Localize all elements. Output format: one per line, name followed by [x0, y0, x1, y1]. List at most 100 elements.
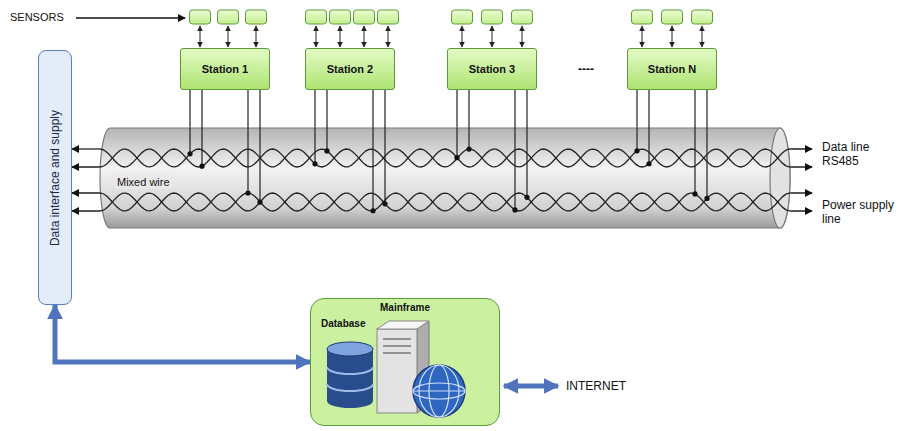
twisted-wire	[72, 193, 812, 211]
label-holder: Power supply line	[822, 198, 908, 227]
junction-dot	[312, 161, 317, 166]
station-tap	[189, 90, 190, 128]
sensor-link-arrow	[316, 26, 317, 47]
sensor-link-arrow	[462, 26, 463, 47]
globe-icon	[413, 365, 465, 417]
power-line-label: Power supply line	[822, 198, 908, 227]
cable-label: Mixed wire	[114, 175, 173, 189]
cable-end	[770, 128, 790, 228]
tap-wire	[326, 90, 327, 151]
station-box: Station N	[627, 48, 717, 90]
sensor-link-arrow	[672, 26, 673, 47]
tap-wire	[314, 128, 315, 164]
station-label: Station 2	[327, 63, 373, 75]
junction-dot	[692, 191, 697, 196]
tap-wire	[189, 128, 190, 154]
sensor-link-arrow	[340, 26, 341, 47]
internet-label: INTERNET	[566, 379, 626, 393]
station-tap	[636, 90, 637, 128]
data-line-label: Data line RS485	[822, 140, 902, 169]
data-arrow	[55, 305, 310, 362]
sensor-link-arrow	[642, 26, 643, 47]
sensor-box	[330, 10, 351, 24]
database-icon	[327, 349, 373, 401]
sensor-box	[246, 10, 267, 24]
globe-icon	[413, 383, 465, 399]
label-holder: Data line RS485	[822, 140, 902, 169]
junction-dot	[257, 200, 262, 205]
junction-dot	[704, 196, 709, 201]
server-icon	[383, 338, 411, 340]
junction-dot	[245, 190, 250, 195]
label-holder: ----	[578, 62, 594, 76]
server-icon	[377, 329, 417, 413]
wire-arrow	[72, 148, 100, 149]
label-holder: SENSORS	[10, 11, 64, 24]
station-box: Station 3	[447, 48, 537, 90]
junction-dot	[187, 151, 192, 156]
tap-wire	[384, 90, 385, 204]
sensor-box	[378, 10, 399, 24]
tap-wire	[201, 90, 202, 166]
sensor-box	[306, 10, 327, 24]
label-holder: INTERNET	[566, 379, 626, 393]
junction-dot	[524, 195, 529, 200]
twisted-wire	[100, 149, 812, 167]
ellipsis-label: ----	[578, 62, 594, 76]
twisted-wire	[72, 149, 812, 167]
interface-label: Data interface and supply	[48, 109, 62, 245]
junction-dot	[370, 208, 375, 213]
tap-wire	[636, 128, 637, 151]
mainframe-title: Mainframe	[311, 302, 499, 313]
junction-dot	[634, 148, 639, 153]
sensor-box	[632, 10, 653, 24]
cable-body: Mixed wire	[100, 128, 790, 228]
sensor-link-arrow	[200, 26, 201, 47]
sensor-link-arrow	[228, 26, 229, 47]
junction-dot	[466, 146, 471, 151]
sensor-box	[190, 10, 211, 24]
sensor-box	[452, 10, 473, 24]
junction-dot	[512, 207, 517, 212]
tap-wire	[247, 90, 248, 193]
server-icon	[377, 321, 429, 329]
tap-wire	[372, 90, 373, 211]
station-label: Station N	[648, 63, 696, 75]
sensor-box	[692, 10, 713, 24]
station-label: Station 3	[469, 63, 515, 75]
junction-dot	[199, 164, 204, 169]
tap-wire	[514, 90, 515, 210]
interface-box: Data interface and supply	[38, 50, 72, 305]
sensor-link-arrow	[702, 26, 703, 47]
sensor-link-arrow	[522, 26, 523, 47]
database-icon	[327, 342, 373, 356]
server-icon	[383, 345, 411, 347]
tap-wire	[648, 90, 649, 164]
sensors-label: SENSORS	[10, 11, 64, 24]
station-label: Station 1	[202, 63, 248, 75]
tap-wire	[706, 90, 707, 198]
station-box: Station 2	[305, 48, 395, 90]
cable-body-shape	[100, 128, 790, 228]
internet-arrow	[504, 384, 558, 389]
station-tap	[456, 90, 457, 128]
station-tap	[314, 90, 315, 128]
sensor-link-arrow	[256, 26, 257, 47]
sensor-link-arrow	[388, 26, 389, 47]
sensor-link-arrow	[492, 26, 493, 47]
sensor-box	[354, 10, 375, 24]
tap-wire	[259, 90, 260, 202]
server-icon	[383, 352, 411, 354]
sensor-box	[512, 10, 533, 24]
pointer-arrow	[76, 17, 185, 18]
junction-dot	[454, 155, 459, 160]
tap-wire	[526, 90, 527, 197]
junction-dot	[646, 161, 651, 166]
mainframe-box: MainframeDatabase	[310, 298, 500, 426]
junction-dot	[382, 201, 387, 206]
database-label: Database	[321, 318, 365, 329]
sensor-box	[218, 10, 239, 24]
cable-outline	[100, 128, 790, 228]
database-icon	[327, 384, 373, 391]
